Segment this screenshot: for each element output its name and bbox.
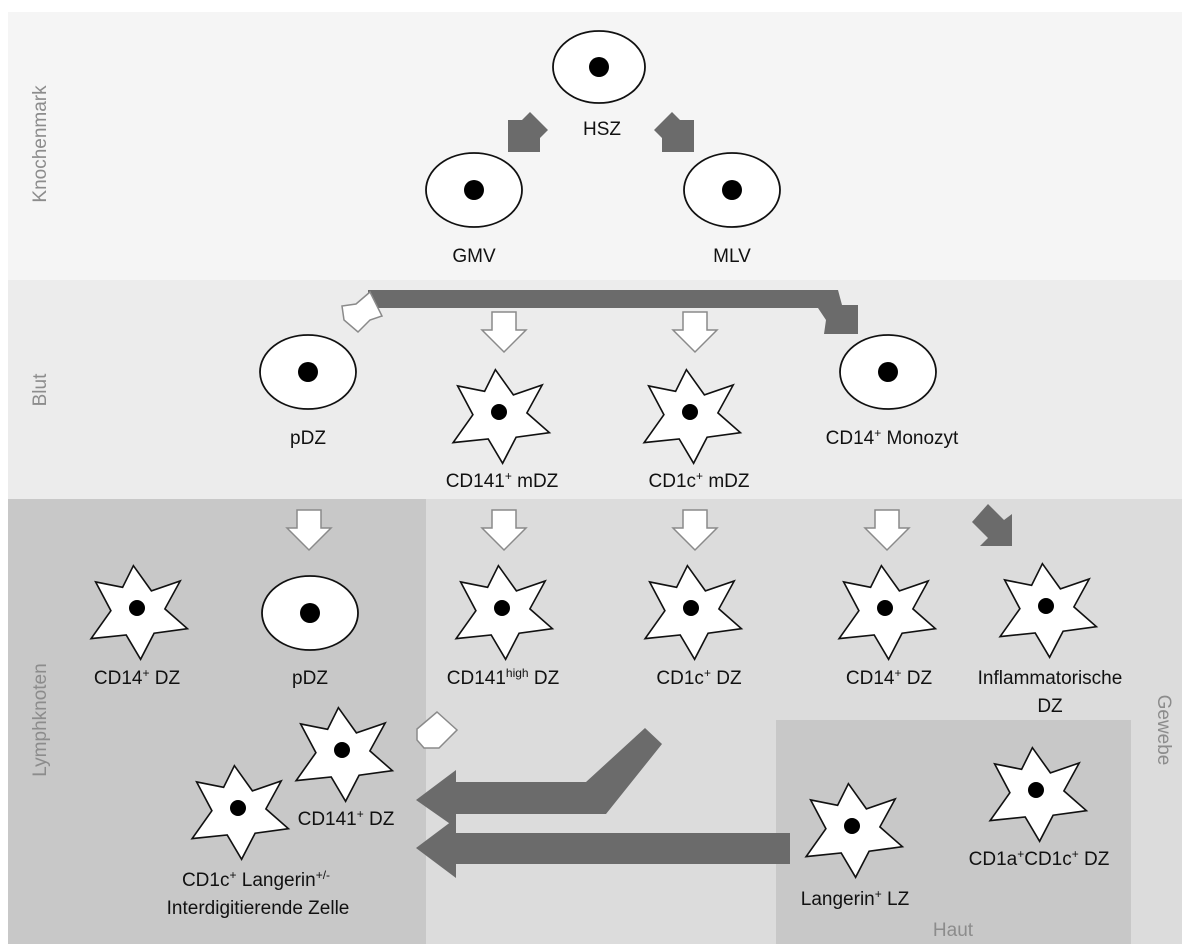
- arrow-to-ln-cd141-dz: [416, 711, 459, 749]
- zone-label-blood: Blut: [30, 373, 51, 406]
- label-ln-cd14-dz: CD14+ DZ: [94, 666, 181, 689]
- label-tissue-cd14-dz: CD14+ DZ: [846, 666, 933, 689]
- arrow-blood-to-cd141-mdz: [480, 311, 528, 354]
- label-idc-line1: CD1c+ Langerin+/-: [182, 868, 330, 891]
- arrow-monocyte-to-cd14-dz: [863, 509, 911, 552]
- blood-cd141-mdz-nucleus: [491, 404, 507, 420]
- arrow-monocyte-to-inflammatory: [972, 504, 1012, 546]
- langerin-lz-nucleus: [844, 818, 860, 834]
- gmv-nucleus: [464, 180, 484, 200]
- label-langerin-lz: Langerin+ LZ: [801, 887, 910, 910]
- label-cd1a-cd1c-dz: CD1a+CD1c+ DZ: [969, 847, 1110, 870]
- tissue-cd14-dz-nucleus: [877, 600, 893, 616]
- arrow-cd1c-mdz-to-tissue: [671, 509, 719, 552]
- zone-label-bone-marrow: Knochenmark: [30, 85, 51, 203]
- label-mlv: MLV: [713, 246, 751, 267]
- label-blood-pdz: pDZ: [290, 428, 326, 449]
- zone-lymph-node: [8, 499, 426, 944]
- inflammatory-dz-nucleus: [1038, 598, 1054, 614]
- label-tissue-cd1c-dz: CD1c+ DZ: [656, 666, 742, 689]
- blood-cd1c-mdz-nucleus: [682, 404, 698, 420]
- tissue-cd1c-dz-nucleus: [683, 600, 699, 616]
- arrow-tissue-migration-upper: [416, 728, 662, 828]
- cd1a-cd1c-dz-nucleus: [1028, 782, 1044, 798]
- tissue-cd141high-dz-nucleus: [494, 600, 510, 616]
- label-tissue-cd141high-dz: CD141high DZ: [447, 666, 560, 689]
- label-ln-cd141-dz: CD141+ DZ: [298, 807, 395, 830]
- label-hsz: HSZ: [583, 119, 621, 140]
- monocyte-nucleus: [878, 362, 898, 382]
- label-gmv: GMV: [452, 246, 496, 267]
- arrow-skin-migration-lower: [416, 818, 790, 878]
- arrow-blood-to-cd1c-mdz: [671, 311, 719, 354]
- zone-label-tissue: Gewebe: [1153, 695, 1174, 766]
- label-inflammatory-line1: Inflammatorische: [978, 668, 1123, 689]
- blood-pdz-nucleus: [298, 362, 318, 382]
- idc-nucleus: [230, 800, 246, 816]
- zone-blood: [8, 280, 1182, 499]
- label-ln-pdz: pDZ: [292, 668, 328, 689]
- zone-label-skin: Haut: [933, 920, 974, 941]
- zone-label-lymph-node: Lymphknoten: [30, 663, 51, 776]
- arrow-pdz-to-ln-pdz: [285, 509, 333, 552]
- ln-pdz-nucleus: [300, 603, 320, 623]
- arrow-cd141-mdz-to-tissue: [480, 509, 528, 552]
- label-monocyte: CD14+ Monozyt: [826, 426, 959, 449]
- ln-cd141-dz-nucleus: [334, 742, 350, 758]
- ln-cd14-dz-nucleus: [129, 600, 145, 616]
- arrow-hsz-to-mlv: [654, 112, 694, 152]
- arrow-mlv-to-monocyte: [368, 290, 858, 334]
- mlv-nucleus: [722, 180, 742, 200]
- label-blood-cd141-mdz: CD141+ mDZ: [446, 469, 559, 492]
- arrow-hsz-to-gmv: [508, 112, 548, 152]
- label-inflammatory-line2: DZ: [1037, 696, 1063, 717]
- label-blood-cd1c-mdz: CD1c+ mDZ: [649, 469, 750, 492]
- hsz-nucleus: [589, 57, 609, 77]
- label-idc-line2: Interdigitierende Zelle: [167, 898, 350, 919]
- arrow-blood-to-pdz: [341, 290, 384, 334]
